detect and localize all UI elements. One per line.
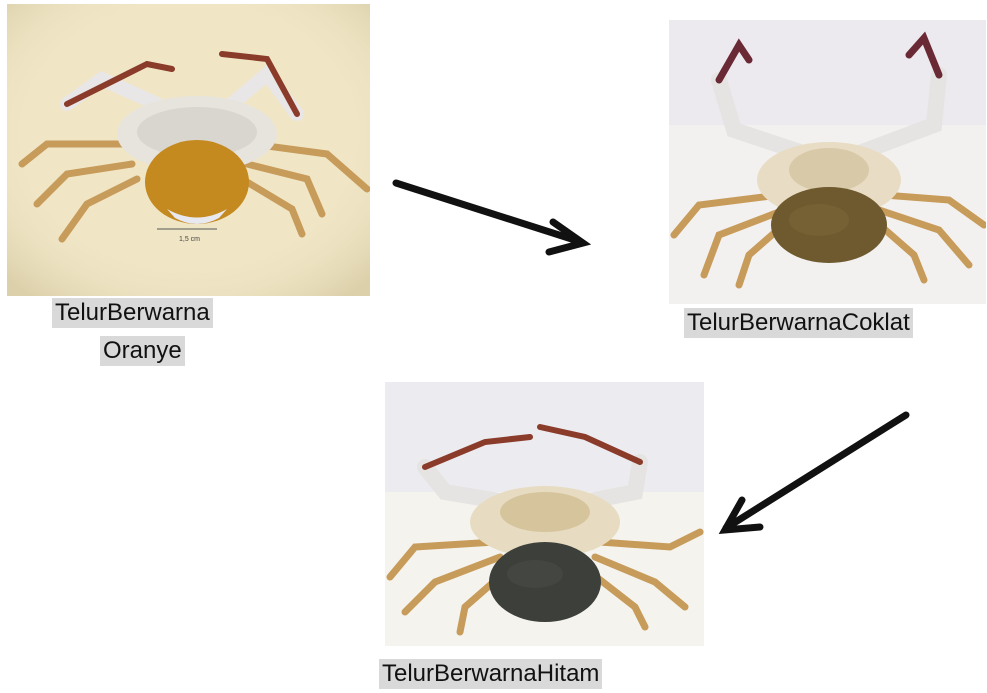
crab-photo-black-eggs: [385, 382, 704, 646]
caption-brown-eggs: TelurBerwarnaCoklat: [684, 308, 913, 338]
crab-illustration-orange: 1,5 cm: [7, 4, 370, 296]
caption-orange-eggs-line1: TelurBerwarna: [52, 298, 213, 328]
scale-bar-label: 1,5 cm: [179, 236, 200, 243]
caption-orange-eggs-line2: Oranye: [100, 336, 185, 366]
crab-illustration-black: [385, 382, 704, 646]
crab-illustration-brown: [669, 20, 986, 304]
crab-photo-brown-eggs: [669, 20, 986, 304]
caption-black-eggs: TelurBerwarnaHitam: [379, 659, 602, 689]
crab-photo-orange-eggs: 1,5 cm: [7, 4, 370, 296]
arrow-orange-to-brown: [396, 183, 583, 252]
arrow-brown-to-black: [725, 415, 906, 530]
